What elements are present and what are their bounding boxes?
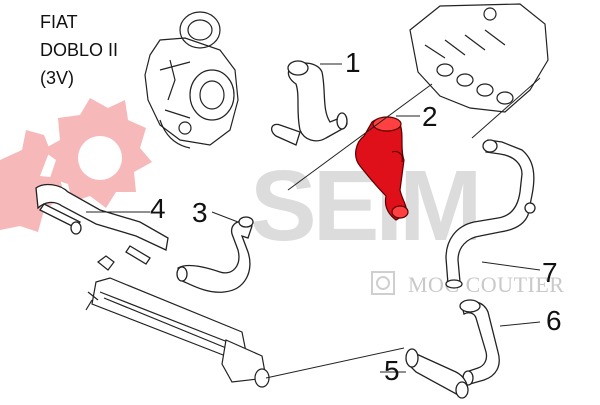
part-1-hose — [271, 60, 348, 146]
moc-logo-icon — [371, 271, 395, 295]
intake-manifold-drawing — [409, 3, 549, 113]
gear-watermark-icon — [0, 98, 152, 232]
turbocharger-drawing — [144, 11, 239, 149]
intercooler-drawing — [85, 255, 270, 388]
part-number-6: 6 — [546, 305, 562, 336]
vehicle-model: DOBLO II — [40, 40, 119, 60]
part-number-3: 3 — [192, 197, 208, 228]
vehicle-make: FIAT — [40, 12, 78, 32]
part-3-hose — [176, 216, 254, 293]
part-number-4: 4 — [150, 193, 166, 224]
leader-lines — [86, 63, 541, 379]
vehicle-title: FIAT DOBLO II (3V) — [40, 8, 118, 92]
part-number-7: 7 — [542, 257, 558, 288]
part-5-hose — [405, 348, 469, 399]
part-6-hose — [459, 299, 500, 386]
part-number-1: 1 — [345, 47, 361, 78]
part-number-2: 2 — [422, 101, 438, 132]
vehicle-variant: (3V) — [40, 68, 75, 88]
part-7-hose — [445, 139, 536, 289]
part-number-5: 5 — [384, 355, 400, 386]
part-4-pipe — [35, 183, 169, 265]
moc-coutier-text: MOC COUTIER — [408, 272, 564, 297]
part-2-hose-highlighted — [355, 116, 409, 221]
